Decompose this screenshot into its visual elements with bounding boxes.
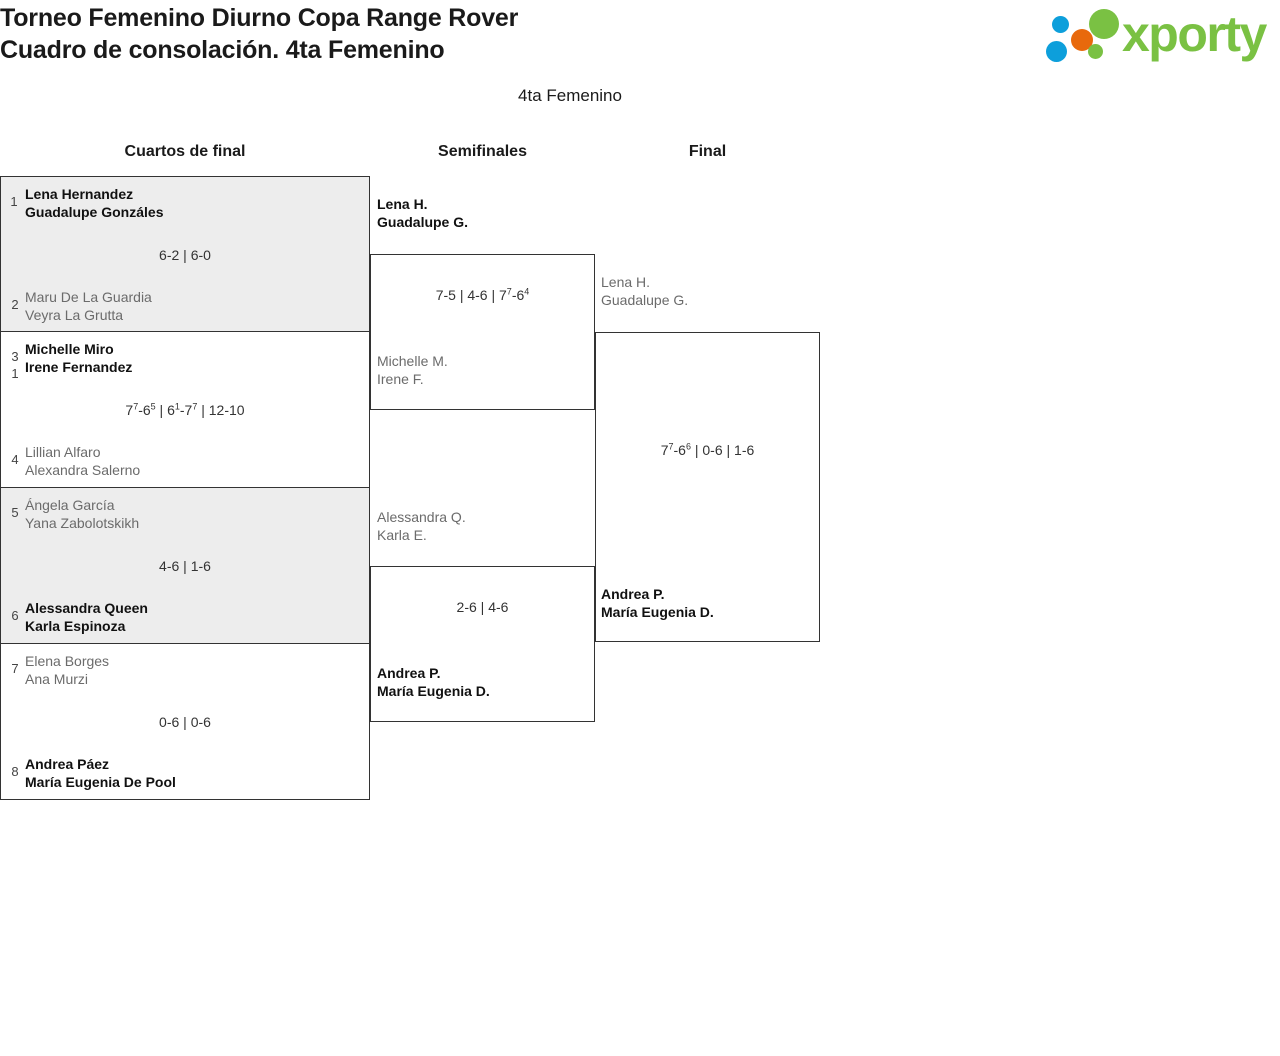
- player-name: María Eugenia De Pool: [25, 774, 176, 790]
- seed-number: 7: [11, 661, 19, 676]
- player-name: Michelle M.: [377, 353, 448, 369]
- player-name: María Eugenia D.: [377, 683, 490, 699]
- match-semifinal-2[interactable]: 2-6 | 4-6: [370, 566, 595, 722]
- player-name: Lena Hernandez: [25, 186, 134, 202]
- team-bottom: Lillian Alfaro Alexandra Salerno: [25, 443, 363, 479]
- player-name: Andrea P.: [601, 586, 665, 602]
- round-header-semifinals: Semifinales: [438, 143, 527, 160]
- team-top: Elena Borges Ana Murzi: [25, 652, 363, 688]
- team-bottom: Andrea Páez María Eugenia De Pool: [25, 755, 363, 791]
- seed-number-1: 1: [10, 194, 18, 209]
- team-bottom: Maru De La Guardia Veyra La Grutta: [25, 288, 363, 324]
- match-score: 2-6 | 4-6: [456, 599, 509, 615]
- player-name: María Eugenia D.: [601, 604, 714, 620]
- match-quarterfinal-2[interactable]: 3 Michelle Miro Irene Fernandez 77-65 | …: [0, 332, 370, 488]
- logo-dot-blue-large: [1046, 41, 1067, 62]
- match-score: 4-6 | 1-6: [159, 558, 211, 574]
- player-name: Andrea Páez: [25, 756, 110, 772]
- title-line-2: Cuadro de consolación. 4ta Femenino: [0, 36, 445, 64]
- player-name: Andrea P.: [377, 665, 441, 681]
- team-top: Ángela García Yana Zabolotskikh: [25, 496, 363, 532]
- player-name: Guadalupe G.: [377, 214, 469, 230]
- match-quarterfinal-1[interactable]: 1 Lena Hernandez Guadalupe Gonzáles 6-2 …: [0, 176, 370, 381]
- seed-number: 5: [11, 505, 19, 520]
- semifinal-1-team-top: Lena H. Guadalupe G.: [377, 195, 468, 231]
- logo-dots-icon: [1044, 8, 1130, 62]
- logo-dot-green-small: [1088, 44, 1103, 59]
- player-name: Karla Espinoza: [25, 618, 126, 634]
- player-name: Michelle Miro: [25, 341, 114, 357]
- player-name: Irene F.: [377, 371, 424, 387]
- semifinal-2-team-top: Alessandra Q. Karla E.: [377, 508, 466, 544]
- player-name: Lillian Alfaro: [25, 444, 101, 460]
- player-name: Irene Fernandez: [25, 359, 133, 375]
- title-line-1: Torneo Femenino Diurno Copa Range Rover: [0, 4, 519, 32]
- category-title: 4ta Femenino: [0, 86, 1280, 106]
- logo-dot-green-large: [1089, 9, 1119, 39]
- team-top: Michelle Miro Irene Fernandez: [25, 340, 363, 376]
- match-score: 77-66 | 0-6 | 1-6: [660, 441, 755, 458]
- match-quarterfinal-4[interactable]: 7 Elena Borges Ana Murzi 0-6 | 0-6 8 And…: [0, 644, 370, 800]
- player-name: Lena H.: [601, 274, 651, 290]
- player-name: Guadalupe Gonzáles: [25, 204, 164, 220]
- final-team-top: Lena H. Guadalupe G.: [601, 273, 688, 309]
- match-score: 6-2 | 6-0: [159, 247, 211, 263]
- player-name: Elena Borges: [25, 653, 110, 669]
- category-title-text: 4ta Femenino: [518, 86, 622, 105]
- seed-number: 3: [11, 349, 19, 364]
- logo-dot-blue-small: [1052, 16, 1069, 33]
- round-headers: Cuartos de final Semifinales Final: [0, 143, 1280, 169]
- round-header-final: Final: [688, 143, 727, 160]
- page-title: Torneo Femenino Diurno Copa Range Rover …: [0, 2, 518, 66]
- logo-dot-orange: [1071, 29, 1093, 51]
- player-name: Alessandra Q.: [377, 509, 466, 525]
- team-top: Lena Hernandez Guadalupe Gonzáles: [25, 185, 363, 221]
- semifinal-1-team-bottom: Michelle M. Irene F.: [377, 352, 448, 388]
- player-name: Maru De La Guardia: [25, 289, 152, 305]
- player-name: Alessandra Queen: [25, 600, 148, 616]
- player-name: Guadalupe G.: [601, 292, 689, 308]
- match-final[interactable]: 77-66 | 0-6 | 1-6: [595, 332, 820, 642]
- player-name: Lena H.: [377, 196, 428, 212]
- player-name: Ana Murzi: [25, 671, 89, 687]
- match-score: 7-5 | 4-6 | 77-64: [435, 286, 530, 303]
- seed-number: 4: [11, 452, 19, 467]
- seed-number: 8: [11, 764, 19, 779]
- page-header: Torneo Femenino Diurno Copa Range Rover …: [0, 0, 1280, 74]
- match-score: 77-65 | 61-77 | 12-10: [125, 401, 245, 418]
- match-score: 0-6 | 0-6: [159, 714, 211, 730]
- seed-number: 2: [11, 297, 19, 312]
- round-header-quarterfinals: Cuartos de final: [124, 143, 246, 160]
- player-name: Alexandra Salerno: [25, 462, 141, 478]
- seed-number: 6: [11, 608, 19, 623]
- player-name: Ángela García: [25, 497, 115, 513]
- player-name: Karla E.: [377, 527, 427, 543]
- logo-wordmark: xporty: [1122, 6, 1267, 62]
- seed-number: 1: [11, 366, 19, 381]
- match-semifinal-1[interactable]: 7-5 | 4-6 | 77-64: [370, 254, 595, 410]
- xporty-logo[interactable]: xporty: [1044, 6, 1276, 64]
- match-quarterfinal-3[interactable]: 5 Ángela García Yana Zabolotskikh 4-6 | …: [0, 488, 370, 644]
- team-bottom: Alessandra Queen Karla Espinoza: [25, 599, 363, 635]
- player-name: Veyra La Grutta: [25, 307, 124, 323]
- final-team-bottom: Andrea P. María Eugenia D.: [601, 585, 714, 621]
- semifinal-2-team-bottom: Andrea P. María Eugenia D.: [377, 664, 490, 700]
- player-name: Yana Zabolotskikh: [25, 515, 140, 531]
